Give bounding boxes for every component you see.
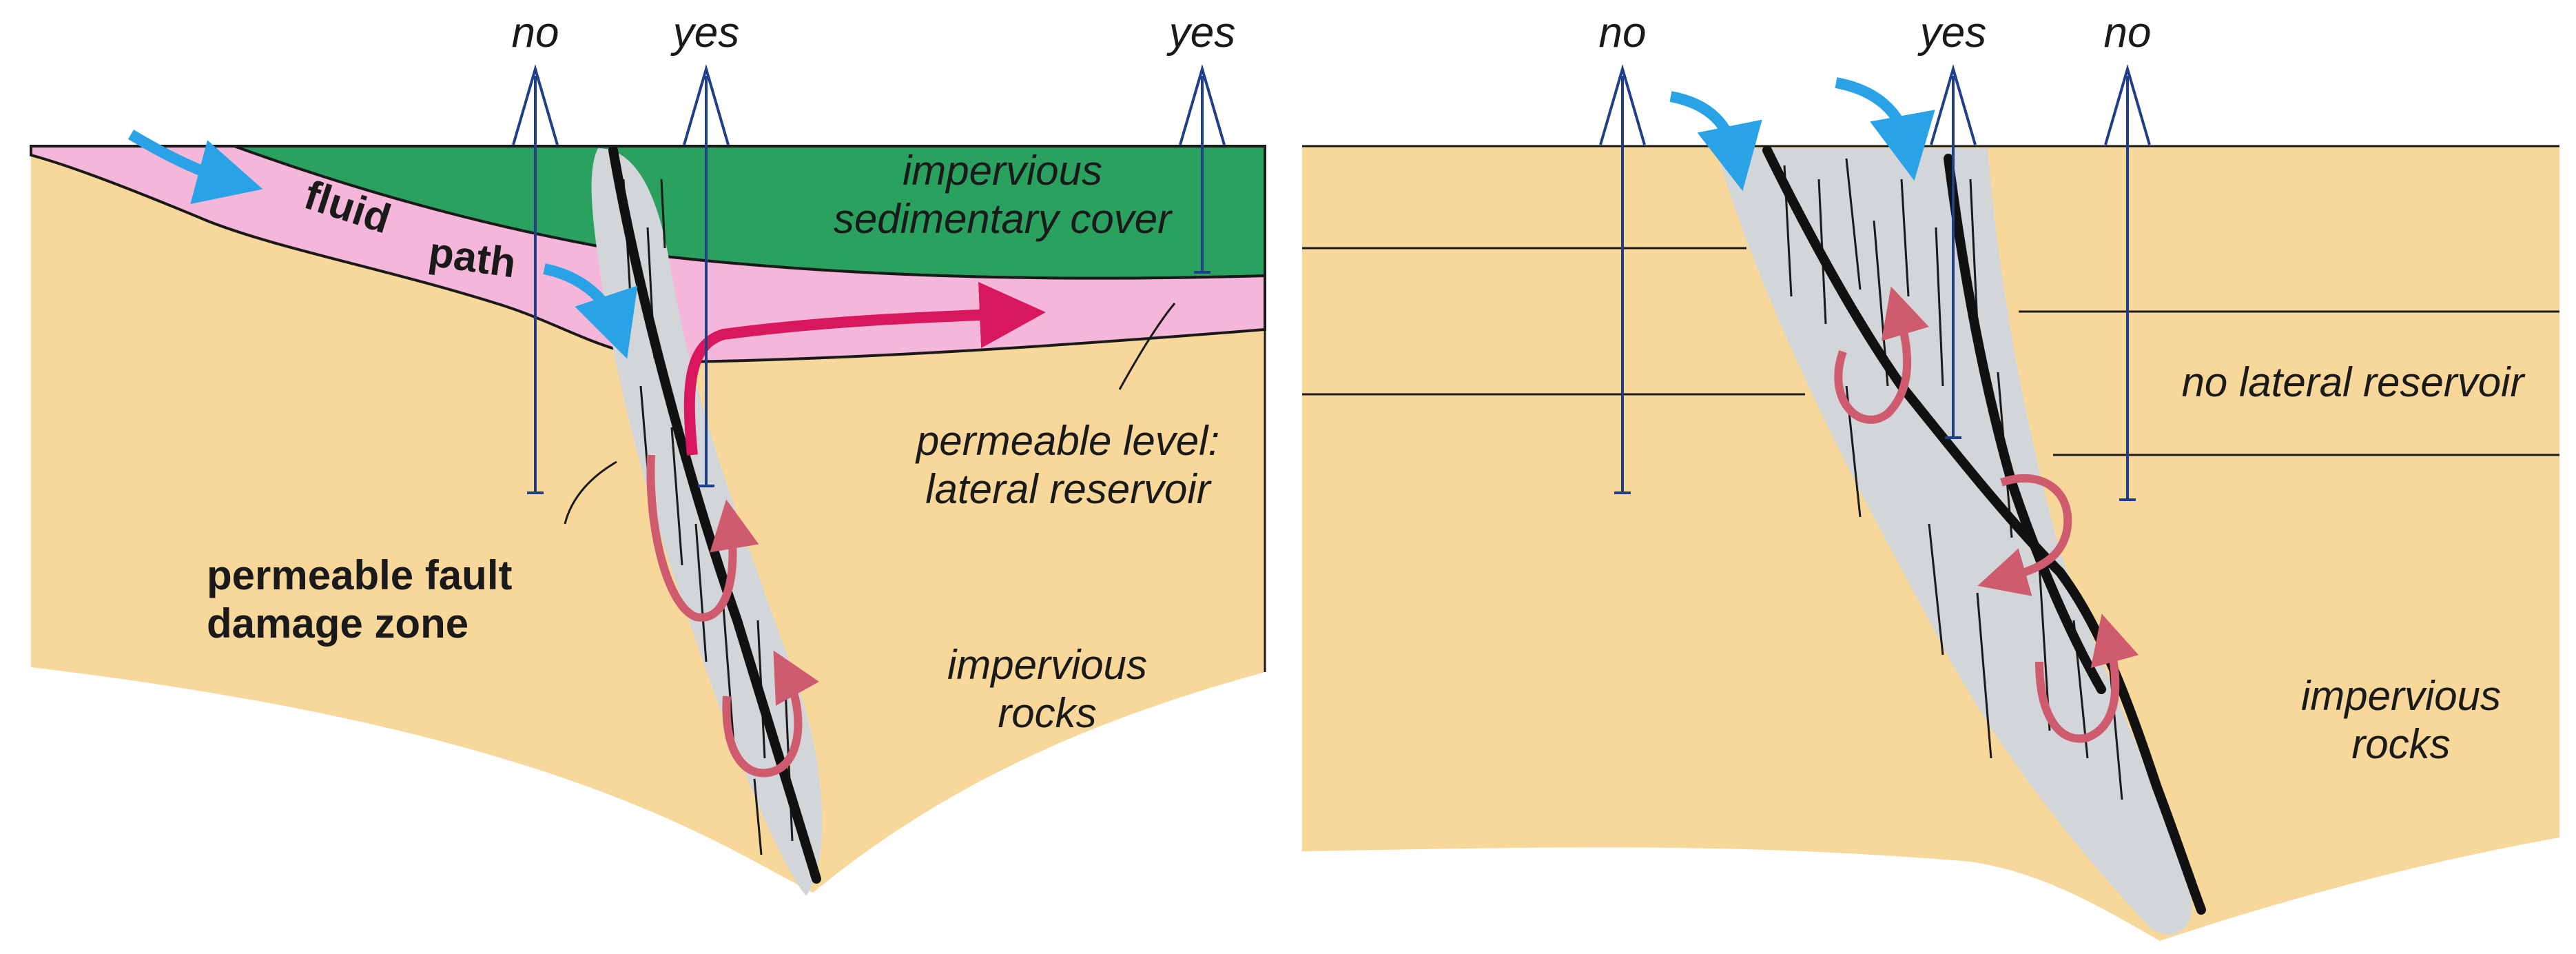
left-well-2-label: yes <box>670 9 739 57</box>
right-well-3-label: no <box>2104 9 2152 57</box>
right-rocks-label-line2: rocks <box>2351 721 2450 767</box>
left-well-3 <box>1179 63 1226 274</box>
left-inflow-arrow-2 <box>543 263 638 359</box>
left-reservoir-label-line2: lateral reservoir <box>925 466 1211 512</box>
right-rocks-label-line1: impervious <box>2301 673 2501 719</box>
left-well-3-label: yes <box>1166 9 1235 57</box>
left-well-2 <box>683 63 730 487</box>
right-well-1-label: no <box>1599 9 1647 57</box>
right-well-2-label: yes <box>1917 9 1986 57</box>
right-inflow-arrow-1 <box>1669 91 1762 192</box>
left-rocks-label-line2: rocks <box>998 690 1096 736</box>
left-well-1 <box>512 63 559 494</box>
right-convection-loop-3 <box>2035 613 2139 743</box>
right-well-2 <box>1930 63 1977 439</box>
right-panel: no yes no no lateral reservoir imperviou… <box>1302 9 2559 941</box>
right-fault-line-1 <box>1762 145 2206 915</box>
left-damage-leader <box>564 460 617 525</box>
left-well-1-label: no <box>512 9 559 57</box>
left-reservoir-leader <box>1118 303 1176 390</box>
left-lateral-flow-arrow <box>683 282 1046 456</box>
left-convection-loop-2 <box>722 650 819 778</box>
right-inflow-arrow-2 <box>1835 77 1935 181</box>
right-convection-loop-2 <box>1977 474 2072 596</box>
right-well-1 <box>1599 63 1646 494</box>
left-damage-zone-label-line1: permeable fault <box>207 552 512 598</box>
right-strata-lines <box>1302 247 2559 456</box>
left-cover-label-line1: impervious <box>903 148 1102 194</box>
right-well-3 <box>2104 63 2151 501</box>
left-fault-line <box>608 145 821 884</box>
left-reservoir-label-line1: permeable level: <box>915 418 1219 464</box>
left-rocks-label-line1: impervious <box>947 642 1147 688</box>
right-convection-loop-1 <box>1834 286 1929 424</box>
left-panel: no yes yes impervious sedimentary cover … <box>30 9 1266 896</box>
left-inflow-arrow-1 <box>127 130 263 204</box>
left-convection-loop-1 <box>646 454 759 622</box>
right-no-reservoir-label: no lateral reservoir <box>2182 359 2526 405</box>
left-cover-label-line2: sedimentary cover <box>834 196 1173 242</box>
left-damage-zone-label-line2: damage zone <box>207 600 468 647</box>
